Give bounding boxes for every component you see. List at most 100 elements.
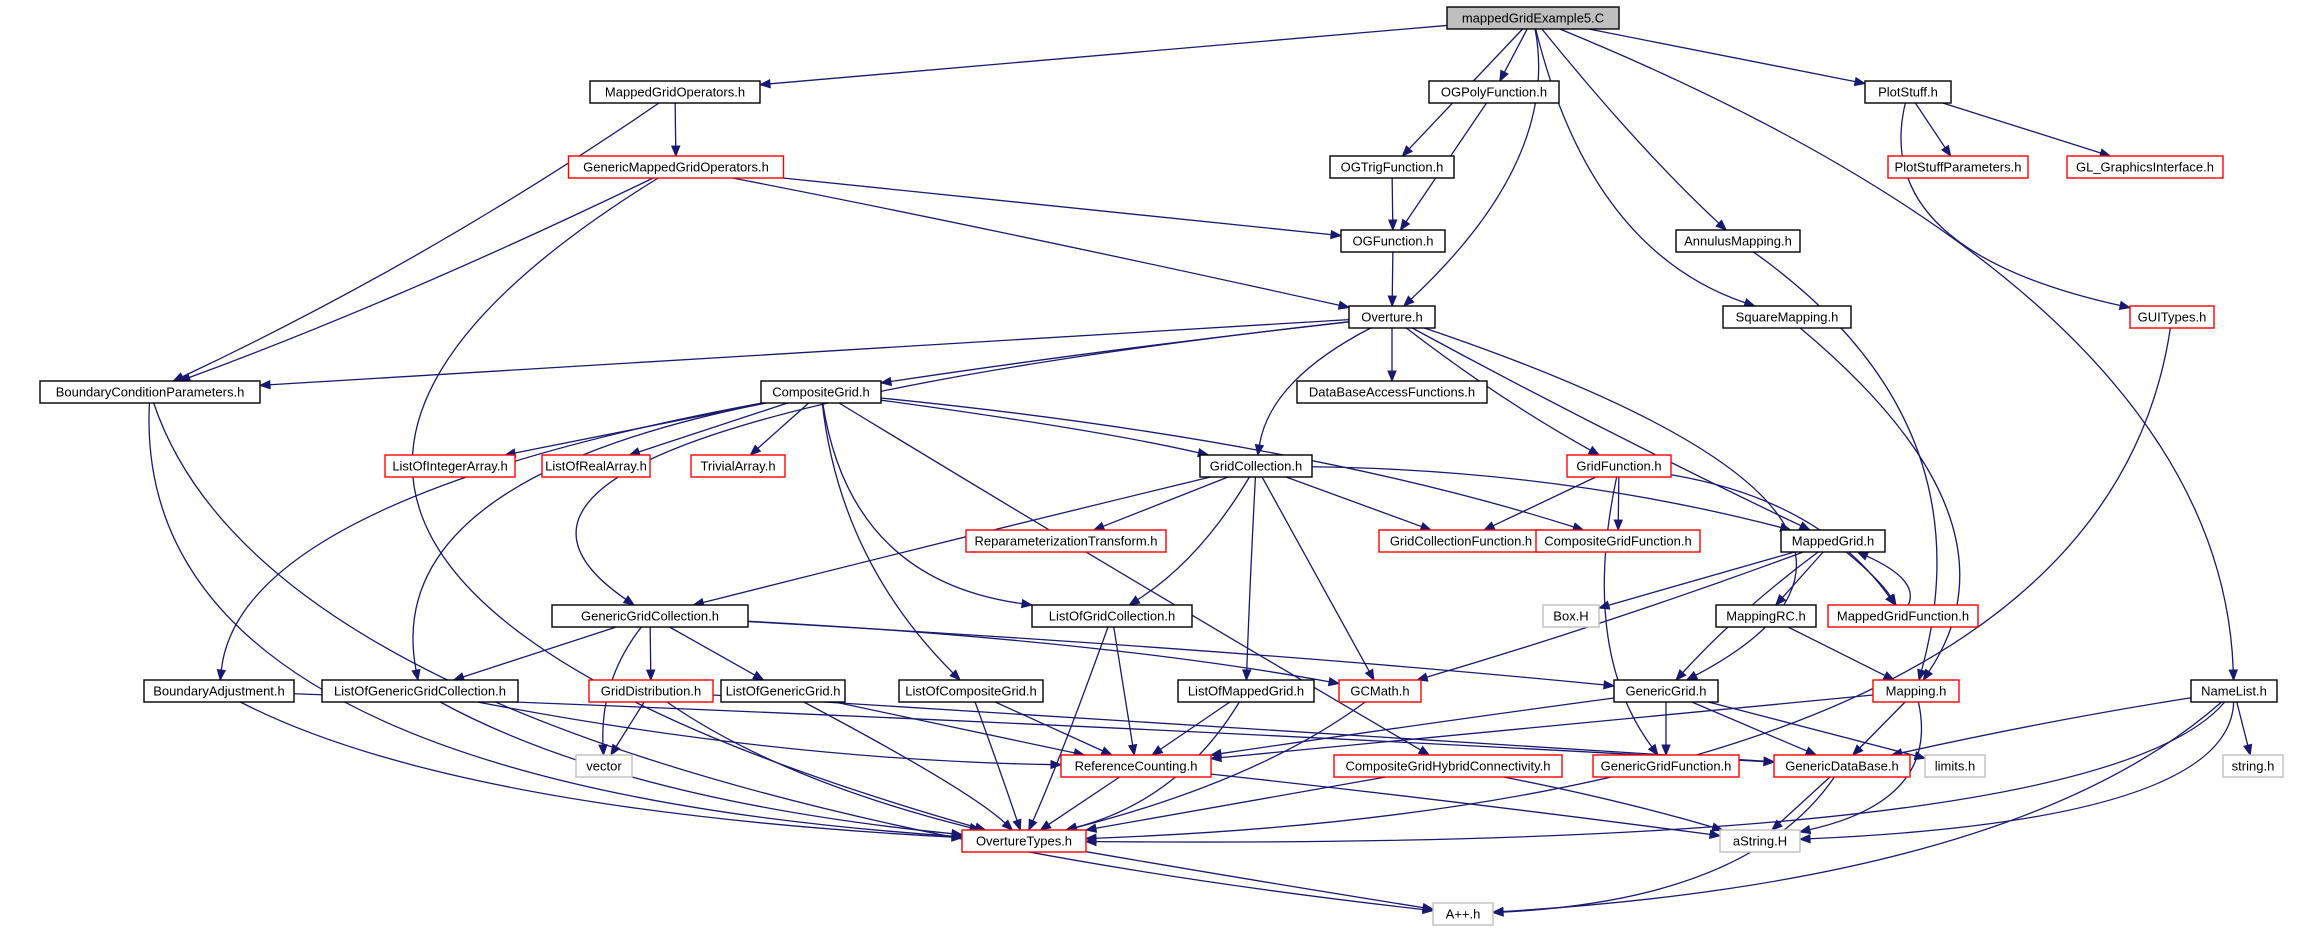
edge-gc-to-logc [1128, 476, 1251, 606]
node-namelist[interactable]: NameList.h [2190, 679, 2278, 703]
node-plotparams[interactable]: PlotStuffParameters.h [1887, 155, 2029, 179]
edge-line [1787, 626, 1886, 677]
node-ogfunc[interactable]: OGFunction.h [1340, 229, 1446, 253]
edge-gg-to-gdb [1691, 701, 1818, 756]
edge-line [1085, 851, 1424, 909]
node-label: CompositeGrid.h [772, 385, 870, 400]
edge-line [1845, 551, 1892, 597]
node-gmgo[interactable]: GenericMappedGridOperators.h [567, 155, 785, 179]
node-label: ReparameterizationTransform.h [974, 534, 1157, 549]
node-lomg[interactable]: ListOfMappedGrid.h [1177, 679, 1315, 703]
node-griddist[interactable]: GridDistribution.h [588, 679, 714, 703]
node-gcf[interactable]: GridCollectionFunction.h [1378, 529, 1544, 553]
edge-gdb-to-app [1491, 776, 1835, 917]
node-label: GridDistribution.h [601, 684, 701, 699]
node-gc[interactable]: GridCollection.h [1199, 454, 1313, 478]
node-guitypes[interactable]: GUITypes.h [2129, 305, 2215, 329]
node-trivial[interactable]: TrivialArray.h [690, 454, 786, 478]
node-repar[interactable]: ReparameterizationTransform.h [965, 529, 1167, 553]
arrowhead [1364, 668, 1375, 682]
arrowhead [1028, 818, 1038, 832]
edge-mgo-to-gmgo [670, 102, 681, 158]
edge-line [674, 102, 677, 147]
edge-cg-to-loggc [411, 402, 767, 682]
node-logc[interactable]: ListOfGridCollection.h [1031, 604, 1193, 628]
edge-line [1502, 701, 2222, 913]
edge-refcount-to-otypes [1039, 776, 1120, 831]
node-gg[interactable]: GenericGrid.h [1613, 679, 1719, 703]
node-cgf[interactable]: CompositeGridFunction.h [1535, 529, 1701, 553]
edge-cg-to-logc [822, 402, 1034, 609]
edge-root-to-ogpoly [1499, 28, 1528, 83]
edge-line [463, 626, 617, 678]
edge-gdb-to-astring [1771, 776, 1831, 831]
node-cg[interactable]: CompositeGrid.h [760, 380, 882, 404]
edges-layer [148, 24, 2253, 917]
node-label: OGTrigFunction.h [1341, 160, 1444, 175]
edge-gmgo-to-bcp [178, 177, 654, 382]
node-mapping[interactable]: Mapping.h [1872, 679, 1960, 703]
edge-line [1095, 327, 2172, 839]
node-dbaf[interactable]: DataBaseAccessFunctions.h [1296, 380, 1488, 404]
edge-annulus-to-mapping [1753, 251, 1938, 682]
node-ggf[interactable]: GenericGridFunction.h [1592, 754, 1740, 778]
node-gdb[interactable]: GenericDataBase.h [1773, 754, 1911, 778]
node-mappingrc[interactable]: MappingRC.h [1715, 604, 1817, 628]
node-overture[interactable]: Overture.h [1348, 305, 1436, 329]
node-box [1864, 80, 1952, 104]
edge-locg-to-refcount [994, 701, 1114, 756]
edge-logg-to-otypes [803, 701, 1014, 831]
node-root[interactable]: mappedGridExample5.C [1446, 6, 1620, 30]
edge-line [439, 701, 953, 835]
edge-bcp-to-app [153, 402, 1435, 915]
node-box [1722, 305, 1852, 329]
node-box [1592, 754, 1740, 778]
node-box [384, 454, 516, 478]
edge-line [1617, 476, 1620, 521]
node-label: GenericGrid.h [1626, 684, 1707, 699]
node-vector: vector [575, 754, 633, 778]
node-mg[interactable]: MappedGrid.h [1780, 529, 1886, 553]
edge-refcount-to-astring [1210, 773, 1722, 840]
node-locg[interactable]: ListOfCompositeGrid.h [898, 679, 1044, 703]
node-square[interactable]: SquareMapping.h [1722, 305, 1852, 329]
node-loggc[interactable]: ListOfGenericGridCollection.h [321, 679, 519, 703]
node-ba[interactable]: BoundaryAdjustment.h [143, 679, 295, 703]
node-logg[interactable]: ListOfGenericGrid.h [720, 679, 846, 703]
node-gcmath[interactable]: GCMath.h [1338, 679, 1422, 703]
node-ogpoly[interactable]: OGPolyFunction.h [1428, 80, 1560, 104]
node-label: TrivialArray.h [700, 459, 775, 474]
edge-line [1391, 251, 1394, 297]
node-label: limits.h [1935, 759, 1975, 774]
node-annulus[interactable]: AnnulusMapping.h [1675, 229, 1801, 253]
node-loia[interactable]: ListOfIntegerArray.h [384, 454, 516, 478]
node-otypes[interactable]: OvertureTypes.h [961, 829, 1087, 853]
arrowhead [2228, 669, 2238, 682]
edge-line [1424, 327, 1797, 676]
node-box [1773, 754, 1911, 778]
edge-mapping-to-gdb [1851, 701, 1906, 756]
node-plotstuff[interactable]: PlotStuff.h [1864, 80, 1952, 104]
node-refcount[interactable]: ReferenceCounting.h [1060, 754, 1212, 778]
node-ogtrig[interactable]: OGTrigFunction.h [1329, 155, 1455, 179]
arrowhead [1771, 819, 1783, 831]
edge-line [803, 701, 1006, 824]
node-box [1715, 604, 1817, 628]
node-cghc[interactable]: CompositeGridHybridConnectivity.h [1333, 754, 1563, 778]
node-lora[interactable]: ListOfRealArray.h [541, 454, 651, 478]
edge-gmgo-to-ogfunc [782, 177, 1343, 240]
node-mgo[interactable]: MappedGridOperators.h [589, 80, 761, 104]
edge-cg-to-gc [880, 399, 1210, 458]
arrowhead [1675, 669, 1687, 681]
node-mgf[interactable]: MappedGridFunction.h [1827, 604, 1979, 628]
arrowhead [1100, 746, 1114, 756]
node-gridfunc[interactable]: GridFunction.h [1566, 454, 1672, 478]
edge-gmgo-to-otypes [411, 177, 987, 832]
node-ggc[interactable]: GenericGridCollection.h [551, 604, 749, 628]
edge-line [822, 402, 1023, 605]
edge-line [1603, 476, 1653, 748]
node-glgi[interactable]: GL_GraphicsInterface.h [2066, 155, 2224, 179]
node-bcp[interactable]: BoundaryConditionParameters.h [39, 380, 261, 404]
node-label: GenericMappedGridOperators.h [583, 160, 769, 175]
edge-line [1210, 773, 1711, 836]
